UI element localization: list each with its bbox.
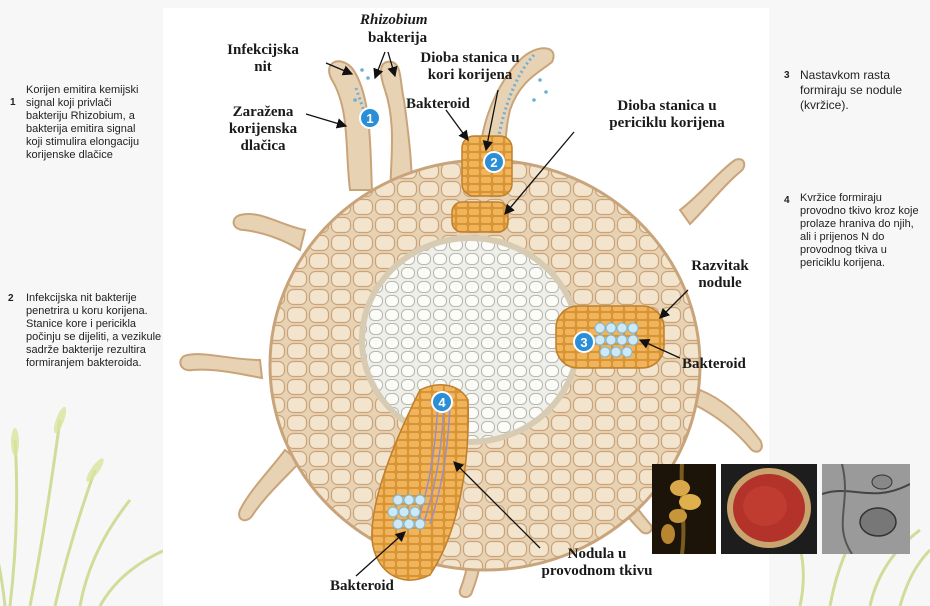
root-hair-left-1	[234, 214, 305, 250]
step-badge-2: 2	[484, 152, 504, 172]
note-4: 4 Kvržice formiraju provodno tkivo kroz …	[784, 192, 924, 270]
note-3-number: 3	[784, 68, 790, 83]
label-dioba-kora: Dioba stanica u kori korijena	[410, 50, 530, 84]
root-hair-right-1	[695, 390, 762, 452]
root-hair-left-3	[239, 450, 300, 520]
note-2-number: 2	[8, 292, 14, 305]
note-1-number: 1	[10, 96, 16, 109]
note-3-text: Nastavkom rasta formiraju se nodule (kvr…	[800, 68, 930, 113]
label-bakterija: bakterija	[368, 30, 427, 47]
photo-bacteroid-micrograph	[822, 464, 910, 554]
step-badge-3: 3	[574, 332, 594, 352]
photo-nodules-on-roots	[652, 464, 716, 554]
root-hair-right-2	[680, 159, 744, 224]
note-1-text: Korijen emitira kemijski signal koji pri…	[26, 84, 150, 162]
bottom-bacteroids	[388, 495, 425, 529]
photo-nodule-cross-section	[721, 464, 817, 554]
step-badge-2-text: 2	[490, 155, 497, 170]
label-nodula-provodno: Nodula u provodnom tkivu	[532, 546, 662, 580]
label-bakteroid-right: Bakteroid	[682, 356, 746, 373]
grass-decoration-left	[0, 380, 170, 606]
note-1: 1 Korijen emitira kemijski signal koji p…	[10, 84, 150, 162]
label-zarazena-dlacica: Zaražena korijenska dlačica	[216, 104, 310, 155]
label-bakteroid-bottom: Bakteroid	[330, 578, 394, 595]
note-2: 2 Infekcijska nit bakterije penetrira u …	[8, 292, 166, 370]
note-3: 3 Nastavkom rasta formiraju se nodule (k…	[784, 68, 930, 113]
step-badge-3-text: 3	[580, 335, 587, 350]
label-rhizobium: Rhizobium	[360, 12, 428, 29]
note-4-text: Kvržice formiraju provodno tkivo kroz ko…	[800, 192, 924, 270]
label-bakteroid-top: Bakteroid	[406, 96, 470, 113]
step-badge-1: 1	[360, 108, 380, 128]
step-badge-4: 4	[432, 392, 452, 412]
label-razvitak-nodule: Razvitak nodule	[680, 258, 760, 292]
root-stele	[362, 238, 578, 442]
note-4-number: 4	[784, 194, 790, 207]
root-hair-left-2	[180, 354, 262, 378]
label-infekcijska-nit: Infekcijska nit	[218, 42, 308, 76]
label-dioba-pericikl: Dioba stanica u periciklu korijena	[592, 98, 742, 132]
step-badge-1-text: 1	[366, 111, 373, 126]
step-badge-4-text: 4	[438, 395, 446, 410]
note-2-text: Infekcijska nit bakterije penetrira u ko…	[26, 292, 166, 370]
pericycle-division-zone	[452, 202, 508, 232]
